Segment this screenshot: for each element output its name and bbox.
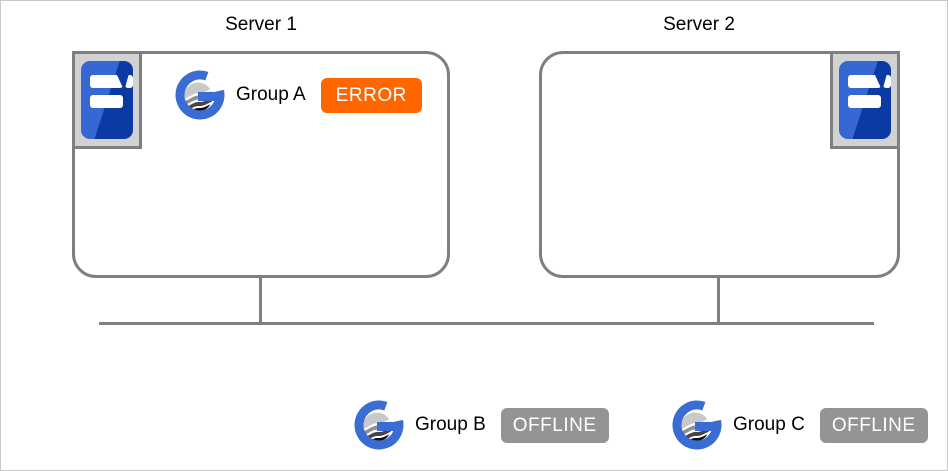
status-badge-offline: OFFLINE	[819, 407, 928, 443]
group-globe-icon	[354, 400, 404, 450]
server-icon	[830, 51, 900, 149]
group-label: Group B	[415, 414, 486, 435]
server-icon-body	[839, 61, 891, 139]
connector-line	[259, 278, 262, 325]
server1-title: Server 1	[225, 14, 297, 35]
group-label: Group C	[733, 414, 805, 435]
group-row-c: Group C OFFLINE	[671, 399, 928, 451]
server-icon-body	[81, 61, 133, 139]
group-label: Group A	[236, 84, 306, 105]
group-globe-icon	[175, 70, 225, 120]
status-badge-offline: OFFLINE	[500, 407, 609, 443]
server-icon	[72, 51, 142, 149]
group-row-a: Group A ERROR	[174, 69, 422, 121]
status-badge-error: ERROR	[320, 77, 422, 113]
group-row-b: Group B OFFLINE	[353, 399, 609, 451]
network-bus-line	[99, 322, 874, 325]
server2-title: Server 2	[663, 14, 735, 35]
group-globe-icon	[672, 400, 722, 450]
connector-line	[717, 278, 720, 325]
